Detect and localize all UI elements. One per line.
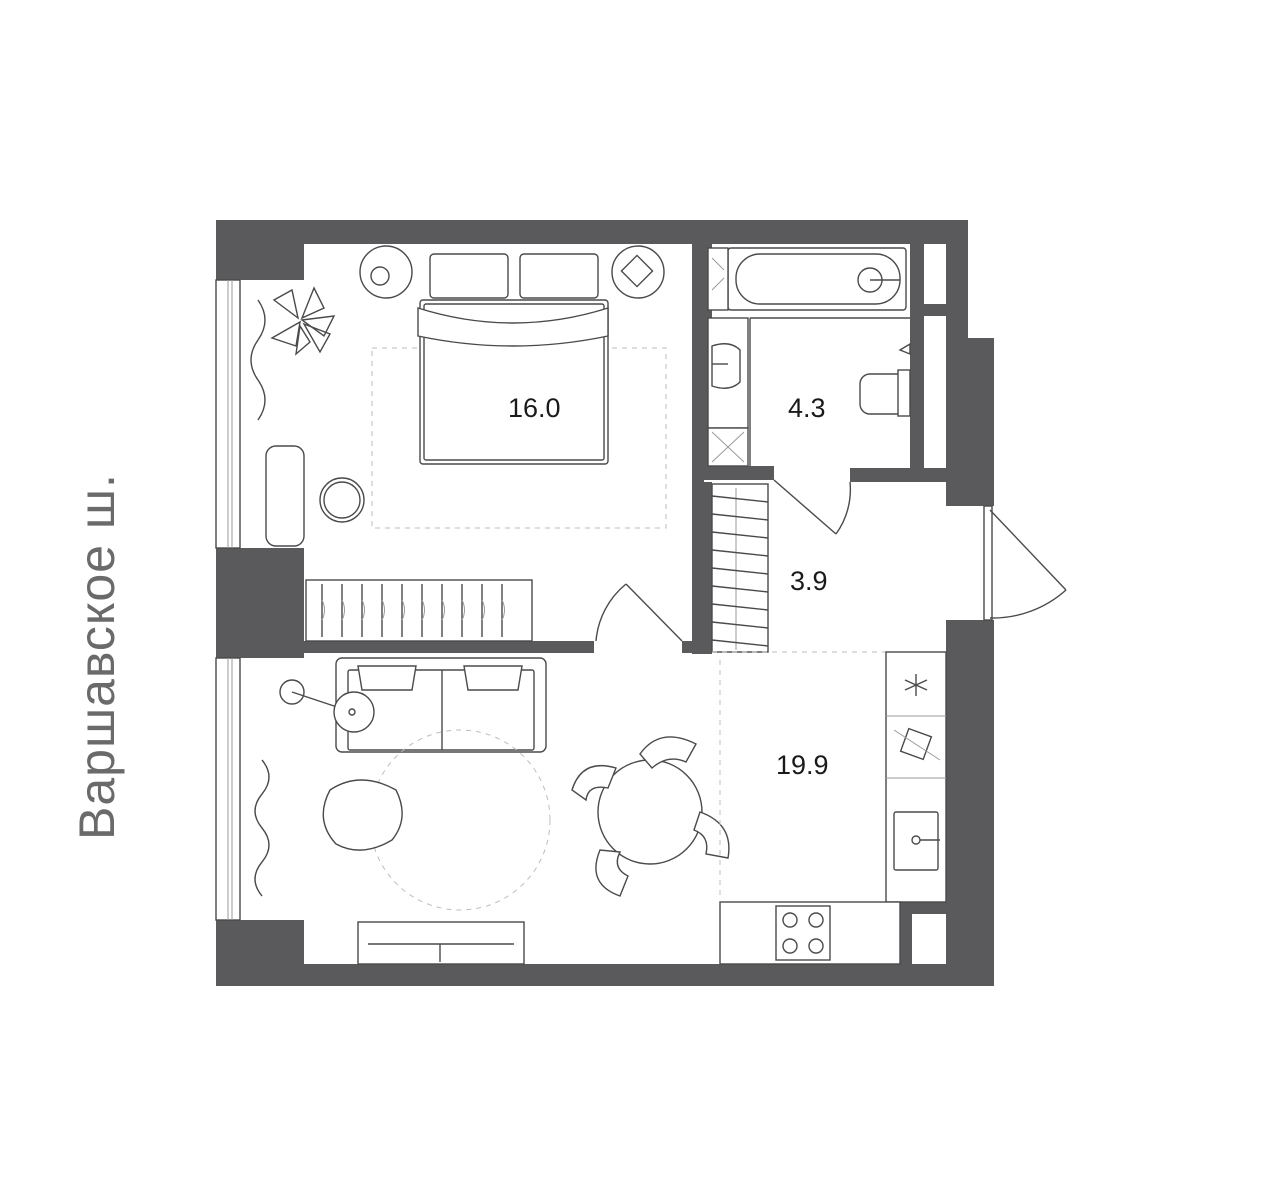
plant-icon <box>270 286 336 356</box>
hall-wardrobe <box>711 483 769 653</box>
bedroom-wardrobe <box>305 579 533 642</box>
toilet <box>859 342 911 417</box>
bench <box>265 445 305 547</box>
window-bedroom <box>215 279 241 549</box>
floor-lamp-icon <box>279 679 375 733</box>
hood-icon <box>904 674 928 696</box>
cooktop <box>775 905 831 961</box>
room-area-bathroom: 4.3 <box>788 393 826 423</box>
room-area-bedroom: 16.0 <box>508 393 561 423</box>
bath-shelf <box>707 247 729 311</box>
bedroom-door <box>595 583 683 642</box>
washing-machine <box>707 427 749 467</box>
bath-sink <box>707 317 749 429</box>
stool <box>319 477 365 523</box>
street-label: Варшавское ш. <box>69 473 125 840</box>
entrance-door <box>983 505 1067 621</box>
bathroom-door <box>773 479 852 535</box>
nightstand-right <box>611 245 665 299</box>
bathtub <box>727 247 907 311</box>
curtain-bedroom <box>250 299 266 421</box>
kitchen-counter <box>719 651 947 965</box>
bedroom-rug <box>371 347 667 529</box>
armchair <box>322 779 403 851</box>
nightstand-left <box>359 245 413 299</box>
bed <box>417 253 609 465</box>
room-area-hallway: 3.9 <box>790 566 828 596</box>
window-living <box>215 657 241 921</box>
curtain-living <box>254 759 270 897</box>
dining-table <box>571 736 730 897</box>
fridge-icon <box>893 727 941 761</box>
walls <box>216 220 994 986</box>
kitchen-sink <box>893 811 940 871</box>
room-area-kitchen-living: 19.9 <box>776 750 829 780</box>
tv-stand <box>357 921 525 965</box>
